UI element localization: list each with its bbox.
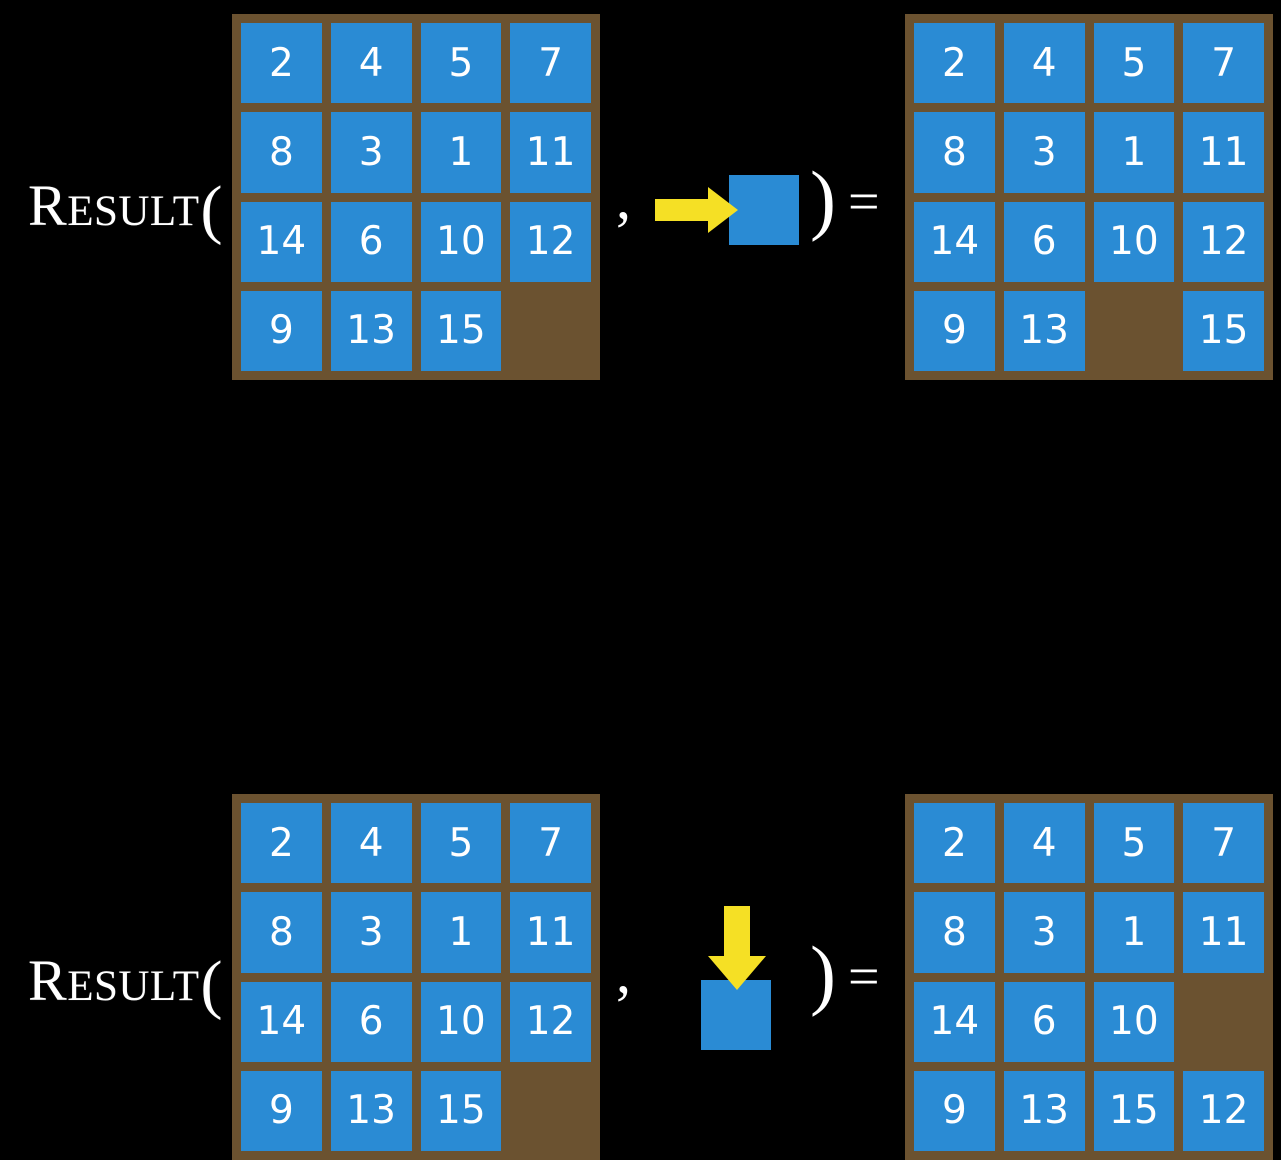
- tile[interactable]: 12: [1183, 201, 1264, 282]
- move-target-tile-top[interactable]: [729, 175, 799, 245]
- tile[interactable]: 11: [1183, 112, 1264, 193]
- tile[interactable]: 4: [330, 23, 412, 104]
- tile[interactable]: 1: [1093, 112, 1175, 193]
- result-label-cap: R: [28, 173, 68, 238]
- tile[interactable]: 9: [241, 290, 322, 371]
- tile[interactable]: 6: [330, 201, 412, 282]
- tile[interactable]: 8: [914, 112, 995, 193]
- input-board-top: 2 4 5 7 8 3 1 11 14 6 10 12 9 13 15: [232, 14, 600, 380]
- tile[interactable]: 10: [420, 201, 502, 282]
- tile[interactable]: 13: [1003, 290, 1085, 371]
- result-label-rest: ESULT: [67, 188, 200, 235]
- tile-empty: [1183, 982, 1264, 1062]
- tile[interactable]: 14: [914, 981, 995, 1062]
- tile[interactable]: 12: [1183, 1070, 1264, 1151]
- tile[interactable]: 7: [1183, 803, 1264, 884]
- tile[interactable]: 15: [1183, 290, 1264, 371]
- tile[interactable]: 4: [1003, 23, 1085, 104]
- paren-close-bottom: ): [810, 930, 836, 1017]
- tile[interactable]: 15: [1093, 1070, 1175, 1151]
- arrow-right-icon: [655, 187, 738, 233]
- tile[interactable]: 14: [241, 201, 322, 282]
- tile[interactable]: 3: [1003, 112, 1085, 193]
- argument-separator-comma-bottom: ,: [616, 939, 631, 1005]
- tile[interactable]: 7: [510, 803, 591, 884]
- tile[interactable]: 13: [330, 1070, 412, 1151]
- tile[interactable]: 2: [241, 23, 322, 104]
- paren-open-top: (: [200, 173, 223, 246]
- move-glyph-bottom: [688, 898, 788, 1058]
- tile[interactable]: 10: [1093, 201, 1175, 282]
- result-function-label-bottom: RESULT(: [28, 946, 223, 1018]
- tile[interactable]: 6: [1003, 201, 1085, 282]
- tile[interactable]: 13: [330, 290, 412, 371]
- tile[interactable]: 7: [1183, 23, 1264, 104]
- tile[interactable]: 6: [330, 981, 412, 1062]
- result-label-cap: R: [28, 948, 68, 1013]
- tile[interactable]: 6: [1003, 981, 1085, 1062]
- tile[interactable]: 14: [914, 201, 995, 282]
- tile[interactable]: 11: [1183, 892, 1264, 973]
- tile[interactable]: 9: [914, 290, 995, 371]
- tile[interactable]: 8: [241, 112, 322, 193]
- tile[interactable]: 1: [420, 892, 502, 973]
- move-glyph-top: [648, 168, 808, 256]
- result-function-label-top: RESULT(: [28, 171, 223, 243]
- tile[interactable]: 5: [420, 23, 502, 104]
- tile[interactable]: 15: [420, 290, 502, 371]
- tile[interactable]: 9: [914, 1070, 995, 1151]
- tile[interactable]: 1: [1093, 892, 1175, 973]
- tile-empty: [510, 1071, 591, 1151]
- tile[interactable]: 10: [420, 981, 502, 1062]
- tile[interactable]: 13: [1003, 1070, 1085, 1151]
- tile[interactable]: 10: [1093, 981, 1175, 1062]
- tile[interactable]: 4: [330, 803, 412, 884]
- argument-separator-comma-top: ,: [616, 165, 631, 231]
- paren-close-top: ): [810, 155, 836, 242]
- tile[interactable]: 5: [1093, 803, 1175, 884]
- tile-empty: [510, 291, 591, 371]
- tile[interactable]: 15: [420, 1070, 502, 1151]
- tile[interactable]: 14: [241, 981, 322, 1062]
- tile[interactable]: 9: [241, 1070, 322, 1151]
- tile[interactable]: 8: [241, 892, 322, 973]
- tile[interactable]: 2: [914, 803, 995, 884]
- tile-empty: [1094, 291, 1175, 371]
- result-label-rest: ESULT: [67, 963, 200, 1010]
- tile[interactable]: 3: [330, 112, 412, 193]
- tile[interactable]: 2: [241, 803, 322, 884]
- equation-row-top: RESULT( 2 4 5 7 8 3 1 11 14 6 10 12 9 13…: [0, 0, 1281, 390]
- tile[interactable]: 4: [1003, 803, 1085, 884]
- tile[interactable]: 11: [510, 112, 591, 193]
- equals-sign-bottom: =: [848, 946, 880, 1008]
- tile[interactable]: 1: [420, 112, 502, 193]
- tile[interactable]: 12: [510, 201, 591, 282]
- tile[interactable]: 3: [1003, 892, 1085, 973]
- input-board-bottom: 2 4 5 7 8 3 1 11 14 6 10 12 9 13 15: [232, 794, 600, 1160]
- equals-sign-top: =: [848, 171, 880, 233]
- tile[interactable]: 2: [914, 23, 995, 104]
- equation-row-bottom: RESULT( 2 4 5 7 8 3 1 11 14 6 10 12 9 13…: [0, 390, 1281, 1160]
- tile[interactable]: 5: [420, 803, 502, 884]
- tile[interactable]: 12: [510, 981, 591, 1062]
- tile[interactable]: 8: [914, 892, 995, 973]
- arrow-down-icon: [708, 906, 766, 990]
- tile[interactable]: 11: [510, 892, 591, 973]
- tile[interactable]: 7: [510, 23, 591, 104]
- tile[interactable]: 5: [1093, 23, 1175, 104]
- tile[interactable]: 3: [330, 892, 412, 973]
- output-board-top: 2 4 5 7 8 3 1 11 14 6 10 12 9 13 15: [905, 14, 1273, 380]
- paren-open-bottom: (: [200, 948, 223, 1021]
- output-board-bottom: 2 4 5 7 8 3 1 11 14 6 10 9 13 15 12: [905, 794, 1273, 1160]
